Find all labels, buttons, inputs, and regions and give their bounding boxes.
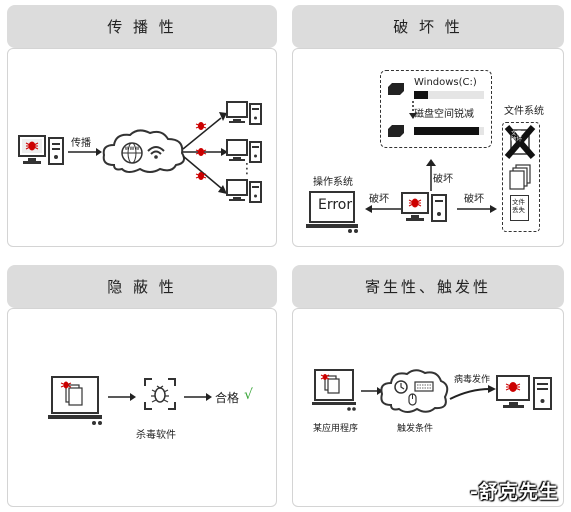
break-up-label: 破坏	[433, 174, 453, 185]
www-text: www	[125, 145, 140, 152]
trigger-cloud-icon	[380, 369, 449, 413]
files-box	[502, 122, 540, 232]
panel-destroy-body: Windows(C:) 磁盘空间锐减 破坏 文件系统 文件 破坏	[292, 48, 564, 247]
disk-box	[380, 70, 492, 148]
drive-icon	[388, 83, 404, 95]
arrow	[108, 393, 136, 401]
panel-spread-title: 传 播 性	[7, 5, 277, 48]
file-lost-label: 文件 丢失	[512, 198, 525, 214]
panel-hide-body: 杀毒软件 合格 √	[7, 308, 277, 507]
break-left-label: 破坏	[369, 194, 389, 205]
target-computer-icon	[226, 179, 262, 203]
panel-trigger-body: 某应用程序 触发条件 病毒发作	[292, 308, 564, 507]
spread-arrow-label: 传播	[71, 138, 91, 149]
file-damaged-label: 文件 破坏	[511, 131, 523, 143]
panel-trigger: 寄生性、触发性 某应用程序 触发条件 病毒发作	[292, 265, 564, 507]
files-label: 文件系统	[504, 106, 544, 117]
os-label: 操作系统	[313, 177, 353, 188]
watermark: -舒克先生	[470, 481, 559, 503]
drive-label: Windows(C:)	[414, 77, 477, 88]
drive-icon	[388, 125, 404, 137]
result-label: 合格	[215, 391, 240, 405]
break-right-label: 破坏	[464, 194, 484, 205]
damaged-file-icon	[504, 125, 536, 159]
target-computer-icon	[226, 139, 262, 163]
spread-fanout-arrows	[182, 112, 228, 194]
disk-reduce-arrow	[409, 101, 417, 119]
condition-label: 触发条件	[397, 424, 434, 434]
panel-destroy-title: 破 坏 性	[292, 5, 564, 48]
infected-laptop-icon	[48, 376, 102, 425]
antivirus-scan-icon	[144, 378, 176, 410]
disk-label: 磁盘空间锐减	[414, 109, 474, 120]
lost-file-icon	[510, 195, 529, 221]
infected-computer-icon	[18, 135, 64, 165]
check-icon: √	[244, 387, 253, 403]
antivirus-label: 杀毒软件	[136, 430, 176, 441]
break-up-arrow	[426, 159, 436, 191]
break-right-arrow	[457, 205, 497, 213]
app-label: 某应用程序	[313, 424, 359, 434]
arrow	[184, 393, 212, 401]
error-text: Error	[318, 197, 353, 213]
panel-hide-title: 隐 蔽 性	[7, 265, 277, 308]
more-dots: ⋮	[240, 161, 254, 177]
target-computer-icon	[226, 101, 262, 125]
panel-hide: 隐 蔽 性 杀毒软件 合格 √	[7, 265, 277, 507]
outbreak-label: 病毒发作	[454, 375, 491, 385]
panel-destroy: 破 坏 性 Windows(C:) 磁盘空间锐减 破坏 文件系统 文件 破坏	[292, 5, 564, 247]
infected-computer-icon	[496, 375, 552, 410]
disk-usage-bar-after	[414, 127, 484, 135]
spread-arrow	[68, 148, 102, 156]
panel-spread: 传 播 性 传播 www	[7, 5, 277, 247]
break-left-arrow	[365, 205, 401, 213]
disk-usage-bar-before	[414, 91, 484, 99]
infected-computer-icon	[401, 192, 447, 222]
arrow	[361, 387, 383, 395]
internet-cloud-icon: www	[102, 129, 185, 173]
laptop-icon	[306, 191, 358, 233]
file-stack-icon	[509, 164, 531, 190]
panel-spread-body: 传播 www	[7, 48, 277, 247]
infected-laptop-icon	[312, 369, 356, 411]
panel-trigger-title: 寄生性、触发性	[292, 265, 564, 308]
outbreak-arrow	[449, 385, 496, 400]
